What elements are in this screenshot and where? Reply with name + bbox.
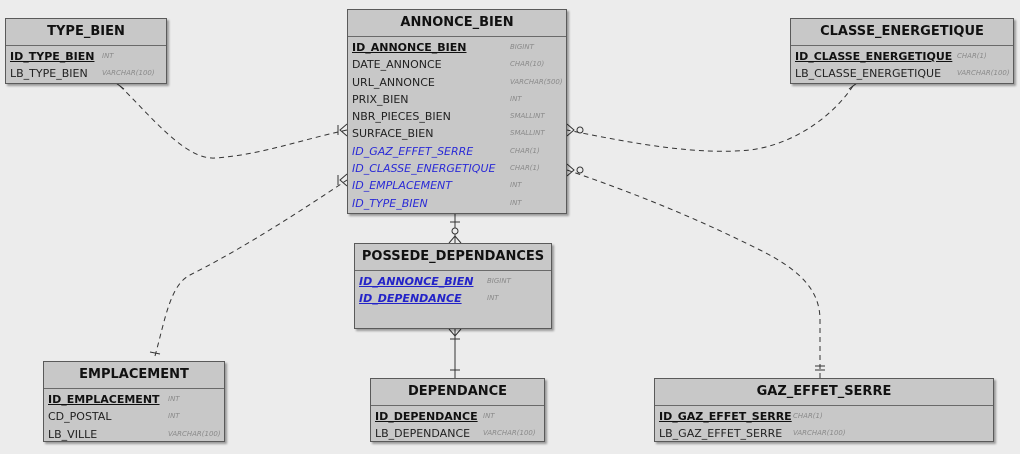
attribute-type: INT [510,198,522,207]
attribute-row: CD_POSTAL INT [48,408,220,425]
attribute-row: LB_DEPENDANCE VARCHAR(100) [375,425,540,442]
attribute-row: ID_ANNONCE_BIEN BIGINT [359,273,547,290]
link-type-bien-annonce [119,85,348,159]
attribute-name: LB_TYPE_BIEN [10,67,88,81]
link-gaz-annonce [566,169,821,378]
attribute-row: DATE_ANNONCE CHAR(10) [352,56,562,73]
attribute-type: INT [483,412,495,420]
attribute-row: LB_TYPE_BIEN VARCHAR(100) [10,65,162,82]
attribute-name: ID_EMPLACEMENT [352,179,452,193]
attribute-type: CHAR(10) [510,60,545,69]
attribute-type: INT [487,294,499,303]
attribute-row: NBR_PIECES_BIEN SMALLINT [352,108,562,125]
attribute-row: ID_GAZ_EFFET_SERRE CHAR(1) [352,143,562,160]
attribute-row: ID_TYPE_BIEN INT [352,195,562,212]
attribute-row: URL_ANNONCE VARCHAR(500) [352,74,563,91]
attribute-name: NBR_PIECES_BIEN [352,110,451,124]
entity-title: DEPENDANCE [371,379,544,406]
attribute-row: ID_CLASSE_ENERGETIQUE CHAR(1) [352,160,562,177]
attribute-type: CHAR(1) [510,164,540,173]
attribute-type: INT [510,181,522,190]
attribute-name: ID_CLASSE_ENERGETIQUE [352,162,496,176]
attribute-row: LB_CLASSE_ENERGETIQUE VARCHAR(100) [795,65,1010,82]
attribute-type: CHAR(1) [793,412,823,420]
attribute-row: ID_CLASSE_ENERGETIQUE CHAR(1) [795,48,1009,65]
entity-title: POSSEDE_DEPENDANCES [355,244,551,271]
entity-title: GAZ_EFFET_SERRE [655,379,993,406]
entity-dependance[interactable]: DEPENDANCE ID_DEPENDANCE INT LB_DEPENDANC… [370,378,545,442]
attribute-type: VARCHAR(500) [510,77,563,86]
attribute-type: VARCHAR(100) [957,69,1010,78]
attribute-name: ID_ANNONCE_BIEN [359,275,474,288]
attribute-name: ID_TYPE_BIEN [10,50,95,63]
attribute-row: LB_GAZ_EFFET_SERRE VARCHAR(100) [659,425,989,442]
attribute-row: PRIX_BIEN INT [352,91,562,108]
attribute-type: BIGINT [487,277,511,285]
attribute-name: DATE_ANNONCE [352,58,442,72]
attribute-row: ID_EMPLACEMENT INT [352,177,562,194]
attribute-type: VARCHAR(100) [168,429,221,438]
cardinality-marks [115,82,858,371]
entity-title: ANNONCE_BIEN [348,10,566,37]
attribute-type: VARCHAR(100) [102,69,155,78]
link-emplacement-annonce [154,179,348,357]
attribute-name: URL_ANNONCE [352,75,435,89]
attribute-row: ID_DEPENDANCE INT [359,290,547,307]
attribute-row: ID_EMPLACEMENT INT [48,391,220,408]
attribute-type: VARCHAR(100) [483,429,536,438]
attribute-name: LB_VILLE [48,427,98,441]
attribute-type: INT [102,52,114,60]
link-classe-annonce [566,85,854,152]
attribute-type: SMALLINT [510,129,545,138]
attribute-name: ID_DEPENDANCE [375,410,478,423]
attribute-type: CHAR(1) [510,146,540,155]
attribute-type: SMALLINT [510,112,545,121]
attribute-name: ID_DEPENDANCE [359,292,462,306]
attribute-name: SURFACE_BIEN [352,127,434,141]
attribute-row: SURFACE_BIEN SMALLINT [352,125,562,142]
entity-title: TYPE_BIEN [6,19,166,46]
attribute-type: VARCHAR(100) [793,429,846,438]
attribute-name: ID_EMPLACEMENT [48,393,160,406]
attribute-type: CHAR(1) [957,52,987,60]
attribute-name: ID_CLASSE_ENERGETIQUE [795,50,953,63]
attribute-row: ID_TYPE_BIEN INT [10,48,162,65]
attribute-name: LB_CLASSE_ENERGETIQUE [795,67,942,81]
attribute-name: ID_TYPE_BIEN [352,196,428,210]
attribute-name: ID_GAZ_EFFET_SERRE [659,410,792,423]
entity-possede-dependances[interactable]: POSSEDE_DEPENDANCES ID_ANNONCE_BIEN BIGIN… [354,243,552,329]
attribute-row: ID_ANNONCE_BIEN BIGINT [352,39,562,56]
attribute-name: LB_DEPENDANCE [375,427,471,441]
attribute-type: BIGINT [510,43,534,51]
entity-type-bien[interactable]: TYPE_BIEN ID_TYPE_BIEN INT LB_TYPE_BIEN VA… [5,18,167,84]
attribute-row: ID_DEPENDANCE INT [375,408,540,425]
attribute-name: ID_ANNONCE_BIEN [352,41,467,54]
entity-annonce-bien[interactable]: ANNONCE_BIEN ID_ANNONCE_BIEN BIGINT DATE_… [347,9,567,214]
attribute-row: LB_VILLE VARCHAR(100) [48,426,221,443]
attribute-type: INT [168,395,180,403]
attribute-name: ID_GAZ_EFFET_SERRE [352,144,474,158]
attribute-name: PRIX_BIEN [352,92,409,106]
attribute-type: INT [168,412,180,421]
entity-title: CLASSE_ENERGETIQUE [791,19,1013,46]
attribute-type: INT [510,94,522,103]
attribute-name: CD_POSTAL [48,410,112,424]
entity-emplacement[interactable]: EMPLACEMENT ID_EMPLACEMENT INT CD_POSTAL I… [43,361,225,442]
attribute-name: LB_GAZ_EFFET_SERRE [659,427,783,441]
entity-classe-energetique[interactable]: CLASSE_ENERGETIQUE ID_CLASSE_ENERGETIQUE… [790,18,1014,84]
entity-title: EMPLACEMENT [44,362,224,389]
